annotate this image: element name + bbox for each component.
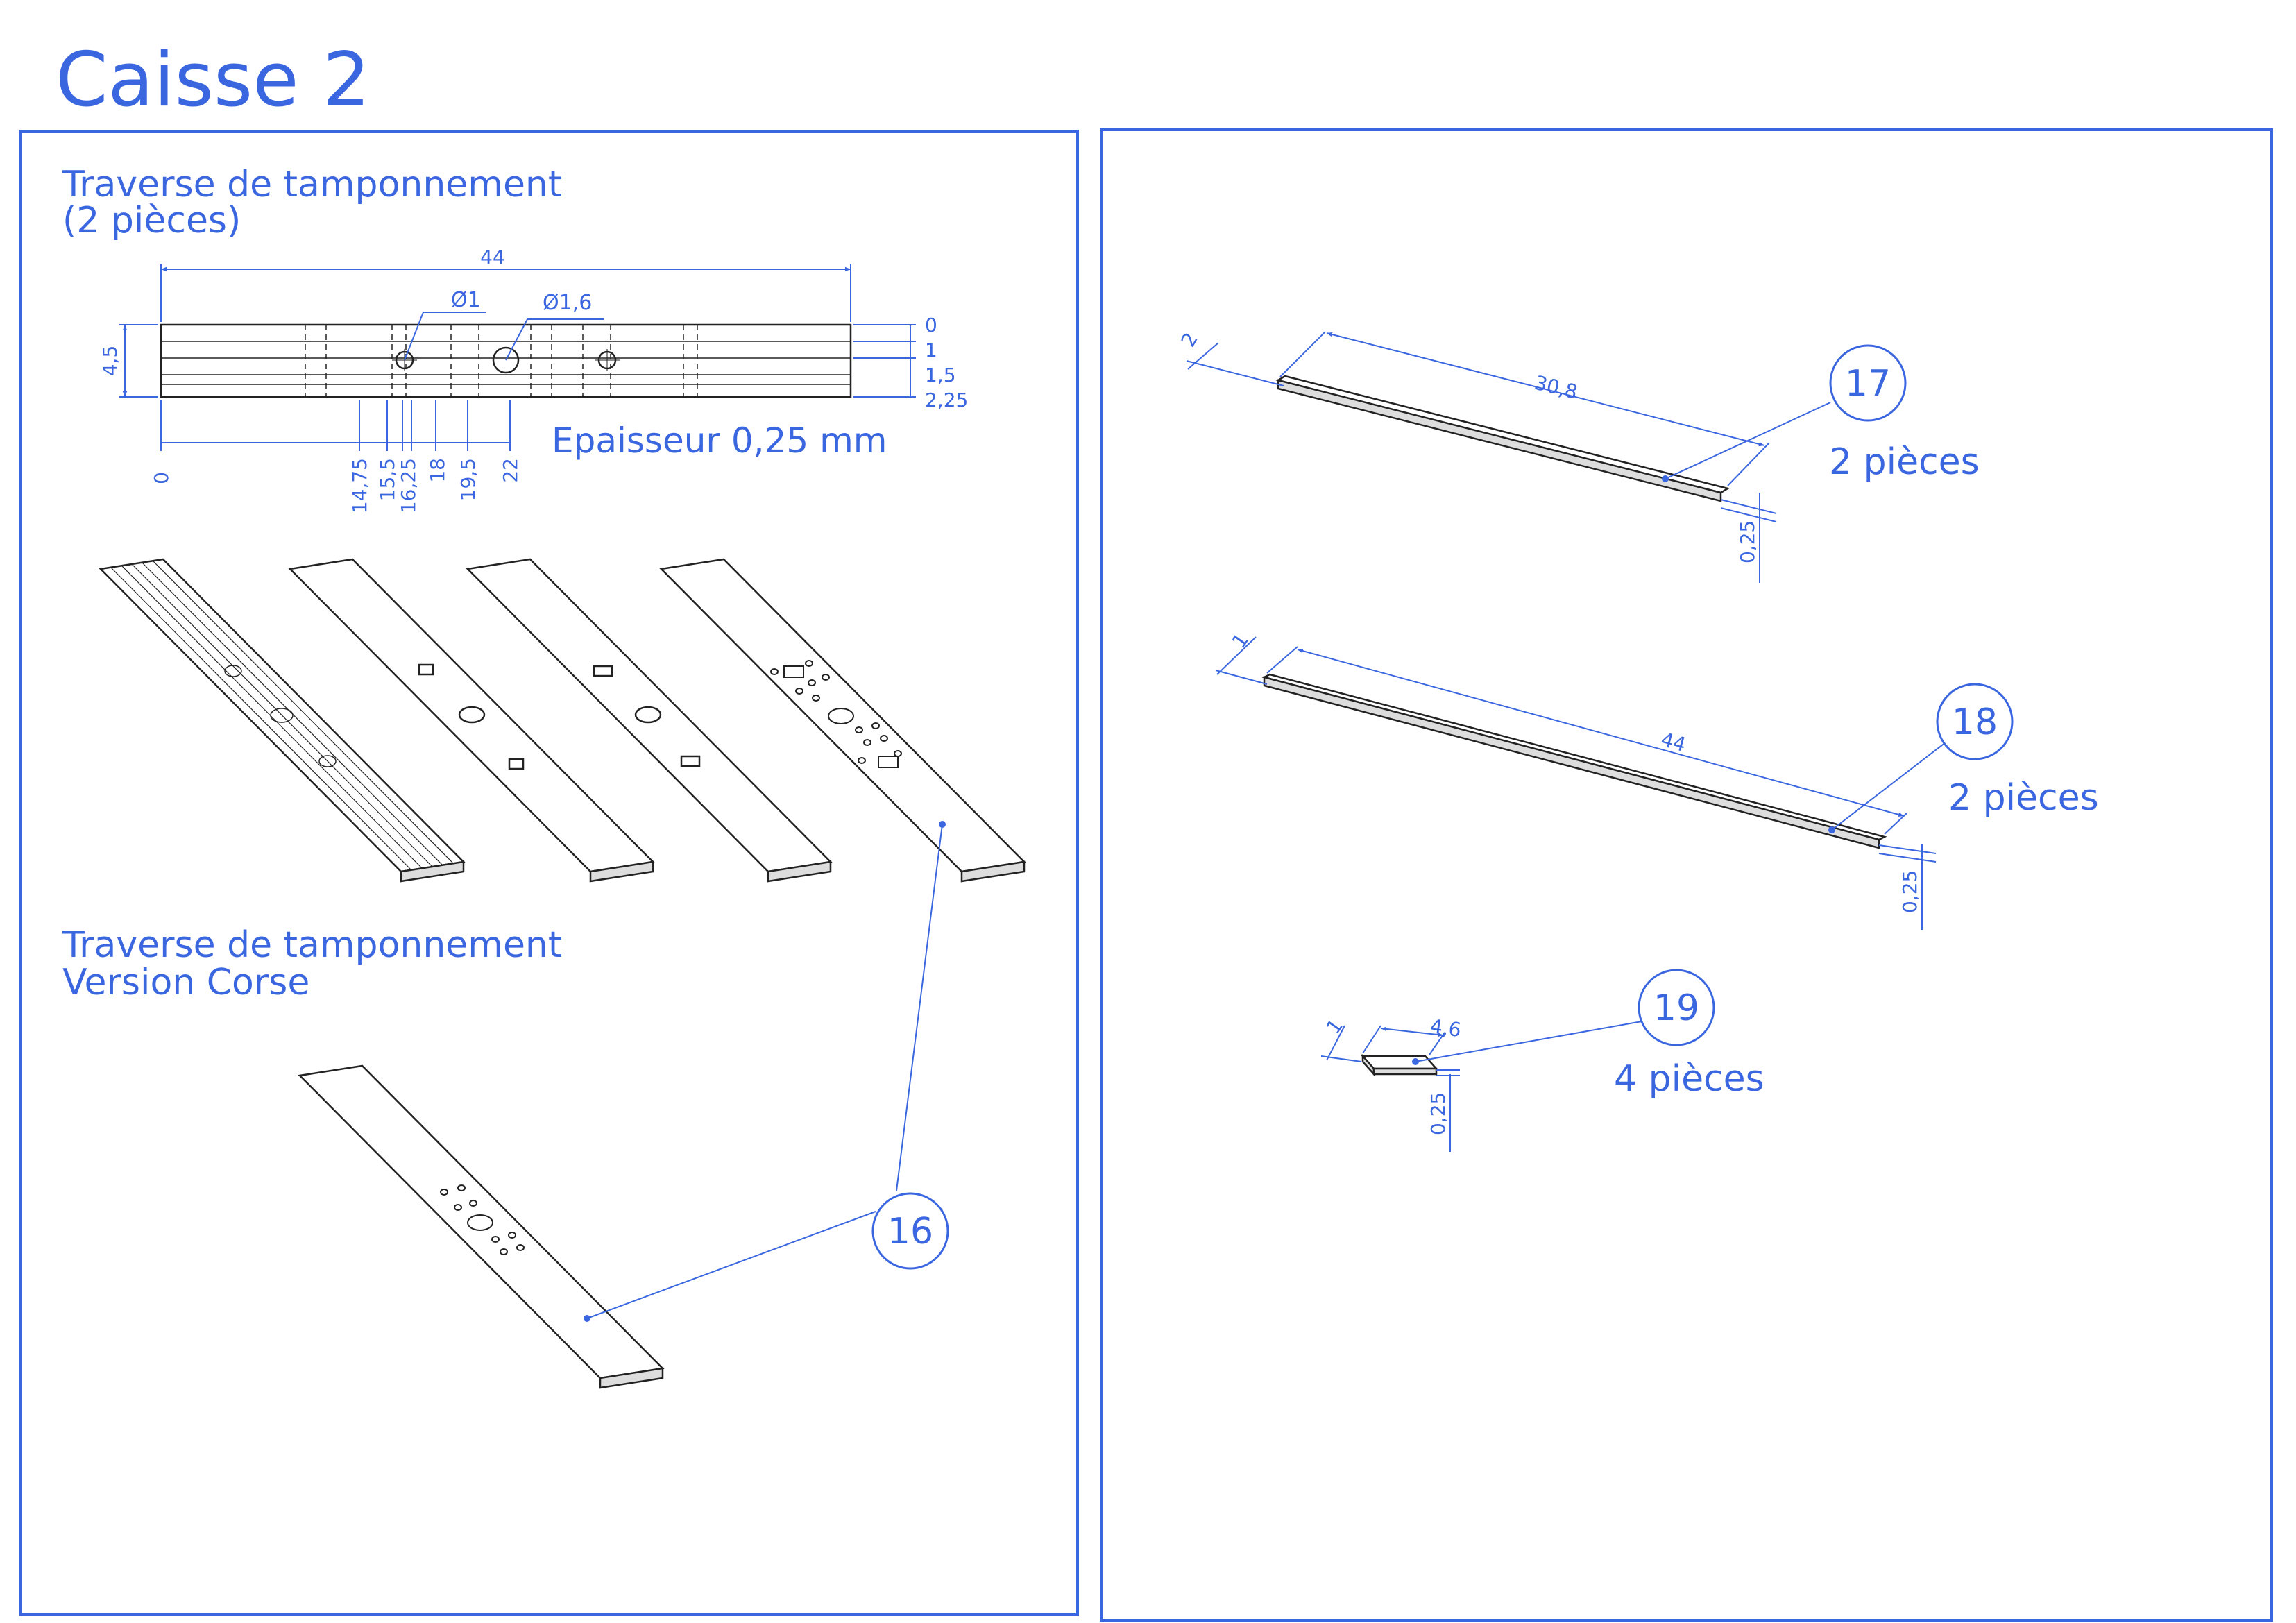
part-18-length: 44 <box>1658 728 1688 756</box>
part-18: 18 44 1 0,25 <box>1215 629 2014 930</box>
left-panel <box>19 130 1079 1616</box>
part-17-thickness: 0,25 <box>1736 520 1759 563</box>
right-panel <box>1100 128 2273 1622</box>
iso-strip-3 <box>466 558 833 883</box>
dimension-labels: 44 4,5 Ø1 Ø1,6 0 14,75 15,5 16,25 18 19,… <box>99 246 968 513</box>
x-tick-4: 18 <box>426 458 449 483</box>
length-label: 44 <box>480 246 505 269</box>
width-label: 4,5 <box>99 346 121 377</box>
part-17-length: 30,8 <box>1532 371 1579 404</box>
x-tick-6: 22 <box>499 458 522 483</box>
thickness-note: Epaisseur 0,25 mm <box>552 420 887 461</box>
section2-title: Traverse de tamponnement <box>62 924 563 966</box>
page-title: Caisse 2 <box>56 37 371 124</box>
balloon-16-label: 16 <box>887 1211 933 1252</box>
y-tick-2: 1,5 <box>925 364 956 386</box>
hole-small-label: Ø1 <box>451 288 481 312</box>
dimension-lines <box>119 264 916 451</box>
part-17-quantity: 2 pièces <box>1829 441 1980 483</box>
part-18-width: 1 <box>1227 629 1253 652</box>
x-tick-3: 16,25 <box>397 458 420 513</box>
part-19-thickness: 0,25 <box>1427 1092 1449 1135</box>
part-19-length: 4,6 <box>1429 1014 1463 1042</box>
x-tick-1: 14,75 <box>348 458 371 513</box>
y-tick-0: 0 <box>925 314 937 337</box>
top-view <box>160 323 852 398</box>
iso-strip-corse <box>298 1064 665 1389</box>
y-tick-1: 1 <box>925 339 937 362</box>
y-tick-3: 2,25 <box>925 389 968 411</box>
balloon-17-label: 17 <box>1845 363 1891 405</box>
part-18-thickness: 0,25 <box>1898 870 1921 913</box>
balloon-16: 16 <box>584 821 949 1322</box>
balloon-18-label: 18 <box>1952 702 1998 743</box>
part-17: 17 30,8 2 0,25 <box>1176 329 1907 583</box>
hole-big-label: Ø1,6 <box>543 291 592 315</box>
section1-subtitle: (2 pièces) <box>62 200 241 241</box>
part-18-quantity: 2 pièces <box>1948 777 2099 819</box>
section1-title: Traverse de tamponnement <box>62 164 563 205</box>
part-19: 19 4,6 1 0,25 <box>1320 969 1715 1152</box>
part-17-width: 2 <box>1176 329 1202 351</box>
section2-subtitle: Version Corse <box>62 962 310 1003</box>
iso-strip-1 <box>99 558 466 883</box>
iso-strip-2 <box>288 558 655 883</box>
x-tick-2: 15,5 <box>376 458 399 501</box>
part-19-width: 1 <box>1322 1014 1347 1038</box>
x-tick-0: 0 <box>150 472 173 484</box>
iso-strip-4 <box>659 558 1026 883</box>
balloon-19-label: 19 <box>1653 987 1699 1029</box>
x-tick-5: 19,5 <box>457 458 479 501</box>
part-19-quantity: 4 pièces <box>1614 1058 1764 1100</box>
